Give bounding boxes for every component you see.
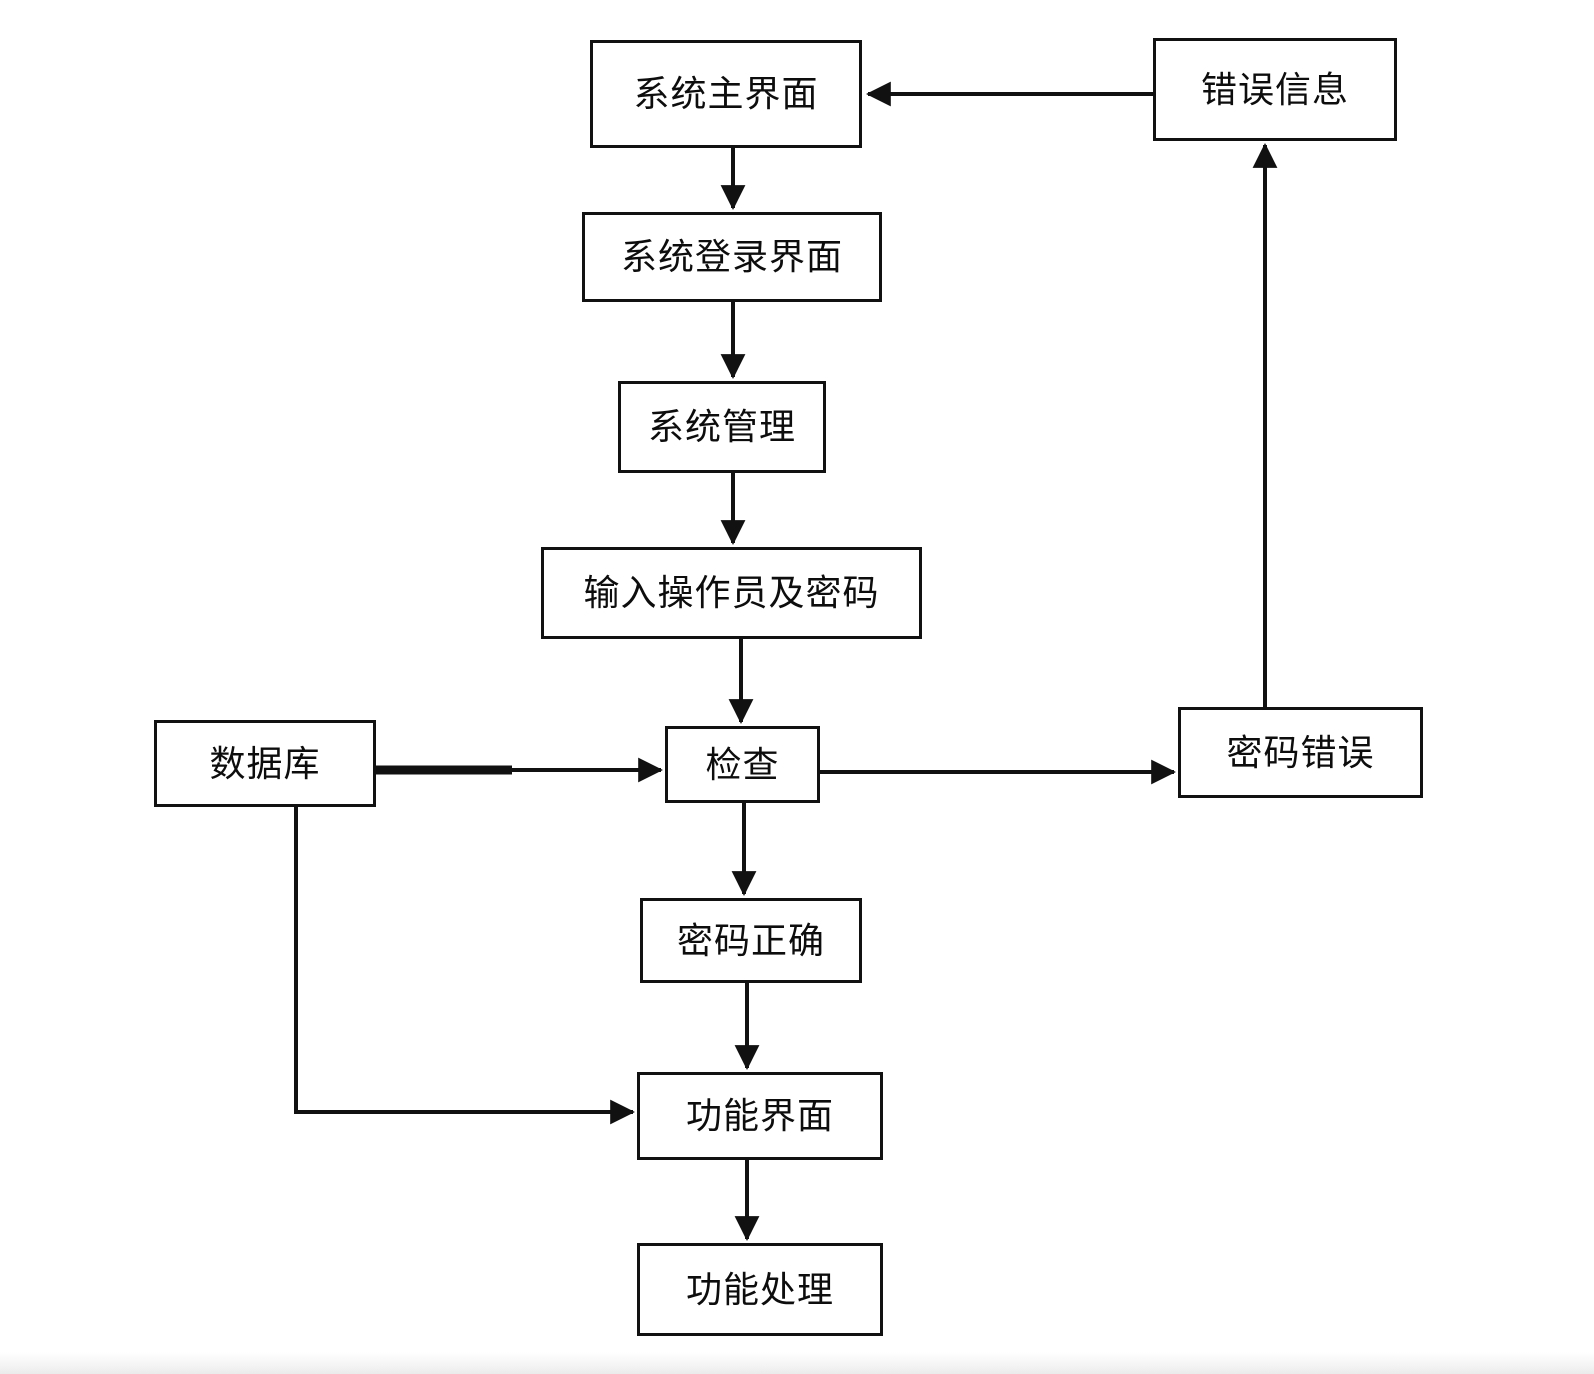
edge-database-to-feature-ui	[294, 807, 635, 1125]
node-label-database: 数据库	[209, 743, 321, 784]
node-label-error-message: 错误信息	[1200, 69, 1349, 110]
node-input-credentials[interactable]: 输入操作员及密码	[541, 547, 922, 639]
bottom-edge-fade	[0, 1352, 1594, 1374]
node-label-main-ui: 系统主界面	[633, 74, 819, 114]
node-feature-ui[interactable]: 功能界面	[637, 1072, 883, 1160]
node-label-password-wrong: 密码错误	[1226, 732, 1375, 773]
node-password-wrong[interactable]: 密码错误	[1178, 707, 1423, 798]
node-login-ui[interactable]: 系统登录界面	[582, 212, 882, 302]
node-label-check: 检查	[705, 744, 780, 785]
node-label-feature-ui: 功能界面	[685, 1096, 834, 1136]
node-label-input-credentials: 输入操作员及密码	[583, 573, 880, 613]
node-label-login-ui: 系统登录界面	[620, 237, 843, 277]
node-password-ok[interactable]: 密码正确	[640, 898, 862, 983]
node-system-admin[interactable]: 系统管理	[618, 381, 826, 473]
node-label-feature-process: 功能处理	[685, 1269, 834, 1310]
node-error-message[interactable]: 错误信息	[1153, 38, 1397, 141]
node-label-system-admin: 系统管理	[647, 407, 796, 447]
node-label-password-ok: 密码正确	[676, 920, 825, 961]
node-database[interactable]: 数据库	[154, 720, 376, 807]
node-feature-process[interactable]: 功能处理	[637, 1243, 883, 1336]
node-check[interactable]: 检查	[665, 726, 820, 803]
node-main-ui[interactable]: 系统主界面	[590, 40, 862, 148]
